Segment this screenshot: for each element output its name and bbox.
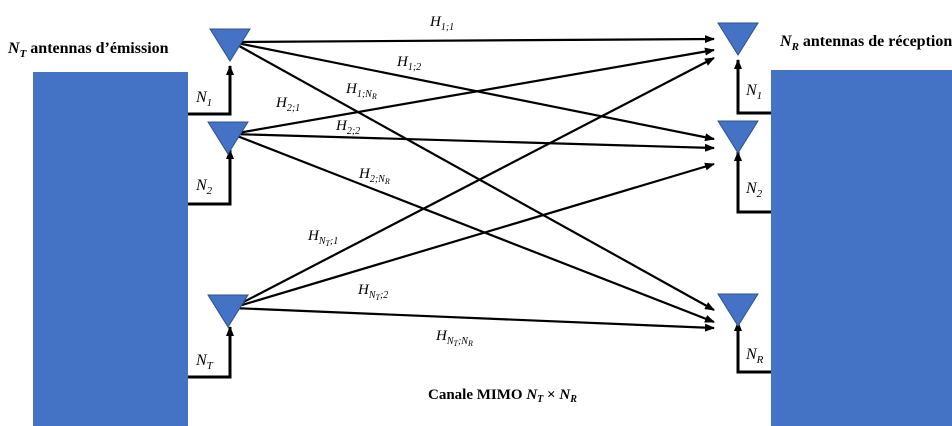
arrow-icon xyxy=(231,162,715,310)
rx-label-2: N2 xyxy=(745,180,763,200)
tx-label-1: N1 xyxy=(195,89,212,109)
rx-labels: N1 N2 NR xyxy=(745,82,764,366)
rx-label-1: N1 xyxy=(745,82,762,102)
rx-feed-3 xyxy=(734,321,771,374)
tx-feed-2 xyxy=(188,149,234,206)
channel-label-hntnr: HNT;NR xyxy=(435,328,473,348)
channel-arrows xyxy=(231,35,715,332)
tx-antennas xyxy=(207,28,251,328)
antenna-icon xyxy=(717,293,759,327)
tx-labels: N1 N2 NT xyxy=(195,89,214,372)
arrow-icon xyxy=(231,132,715,152)
arrow-icon xyxy=(231,132,715,324)
channel-label-h12: H1;2 xyxy=(396,54,421,73)
rx-block xyxy=(771,70,952,426)
channel-label-hnt2: HNT;2 xyxy=(357,282,388,302)
arrow-icon xyxy=(231,57,715,309)
arrow-icon xyxy=(231,47,715,136)
rx-title: NR antennas de réception xyxy=(779,33,952,53)
channel-labels: H1;1 H1;2 H1;NR H2;1 H2;2 H2;NR HNT;1 HN… xyxy=(275,14,473,348)
antenna-icon xyxy=(717,120,759,154)
rx-feed-2 xyxy=(734,151,771,214)
tx-feeds xyxy=(188,65,234,379)
tx-label-3: NT xyxy=(195,352,214,372)
channel-label-h1nr: H1;NR xyxy=(345,81,377,101)
arrow-icon xyxy=(231,40,715,142)
antenna-icon xyxy=(209,28,251,62)
channel-label-h22: H2;2 xyxy=(335,118,360,137)
tx-label-2: N2 xyxy=(195,177,213,197)
channel-label-h11: H1;1 xyxy=(429,14,454,33)
rx-label-3: NR xyxy=(745,346,764,366)
arrow-icon xyxy=(231,306,715,332)
tx-feed-1 xyxy=(188,65,234,116)
tx-feed-3 xyxy=(188,326,234,379)
antenna-icon xyxy=(207,121,249,155)
arrow-icon xyxy=(231,41,715,311)
channel-label-h2nr: H2;NR xyxy=(358,166,390,186)
arrow-icon xyxy=(231,35,715,44)
tx-title: NT antennas d’émission xyxy=(7,40,169,60)
tx-block xyxy=(33,72,188,426)
channel-label-h21: H2;1 xyxy=(275,95,300,114)
rx-feeds xyxy=(734,59,771,374)
rx-feed-1 xyxy=(734,59,771,115)
antenna-icon xyxy=(717,22,759,56)
channel-label-hnt1: HNT;1 xyxy=(307,228,338,248)
antenna-icon xyxy=(207,294,249,328)
rx-antennas xyxy=(717,22,759,327)
canal-title: Canale MIMO NT × NR xyxy=(428,387,577,405)
